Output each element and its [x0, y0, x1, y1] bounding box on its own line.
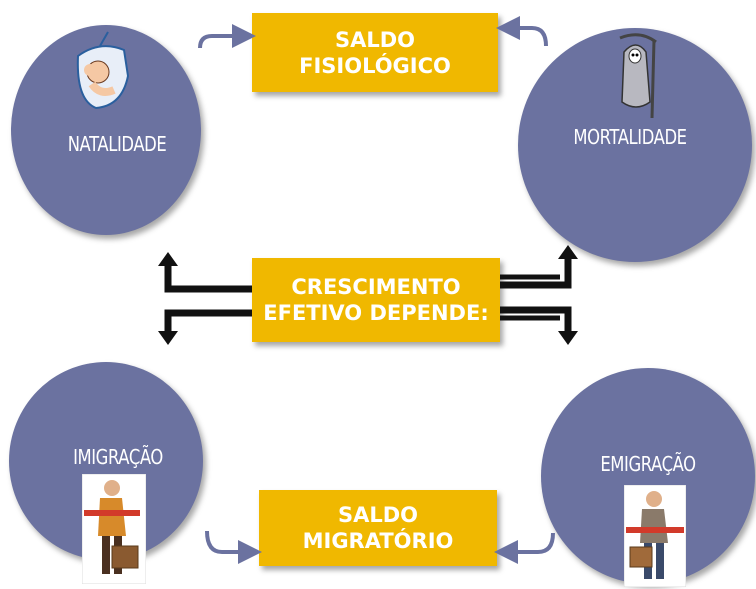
imigracao-to-saldo-connector [205, 530, 262, 564]
natalidade-label: NATALIDADE [67, 132, 167, 156]
natalidade-to-saldo-connector [198, 24, 256, 49]
immigrant-icon [82, 474, 146, 584]
arrow-to-emigracao [500, 306, 578, 345]
saldo-fisiologico-box: SALDO FISIOLÓGICO [252, 13, 498, 92]
crescimento-line-2: EFETIVO DEPENDE: [263, 301, 489, 325]
baby-icon [76, 31, 130, 110]
crescimento-box: CRESCIMENTO EFETIVO DEPENDE: [252, 258, 500, 342]
mortalidade-label: MORTALIDADE [573, 125, 687, 149]
grim-reaper-icon [619, 33, 657, 119]
arrow-to-mortalidade [500, 245, 578, 289]
saldo-migratorio-line-2: MIGRATÓRIO [302, 529, 454, 553]
emigracao-to-saldo-connector [494, 532, 555, 564]
mortalidade-to-saldo-connector [496, 16, 548, 47]
emigrant-icon [624, 485, 686, 587]
saldo-migratorio-box: SALDO MIGRATÓRIO [259, 490, 497, 566]
saldo-fisiologico-line-1: SALDO [334, 27, 416, 52]
crescimento-line-1: CRESCIMENTO [291, 275, 461, 299]
saldo-migratorio-line-1: SALDO [337, 503, 419, 527]
saldo-fisiologico-line-2: FISIOLÓGICO [299, 53, 451, 78]
emigracao-label: EMIGRAÇÃO [600, 452, 696, 476]
imigracao-label: IMIGRAÇÃO [73, 445, 163, 469]
arrow-to-natalidade [158, 252, 252, 293]
arrow-to-imigracao [158, 309, 252, 345]
